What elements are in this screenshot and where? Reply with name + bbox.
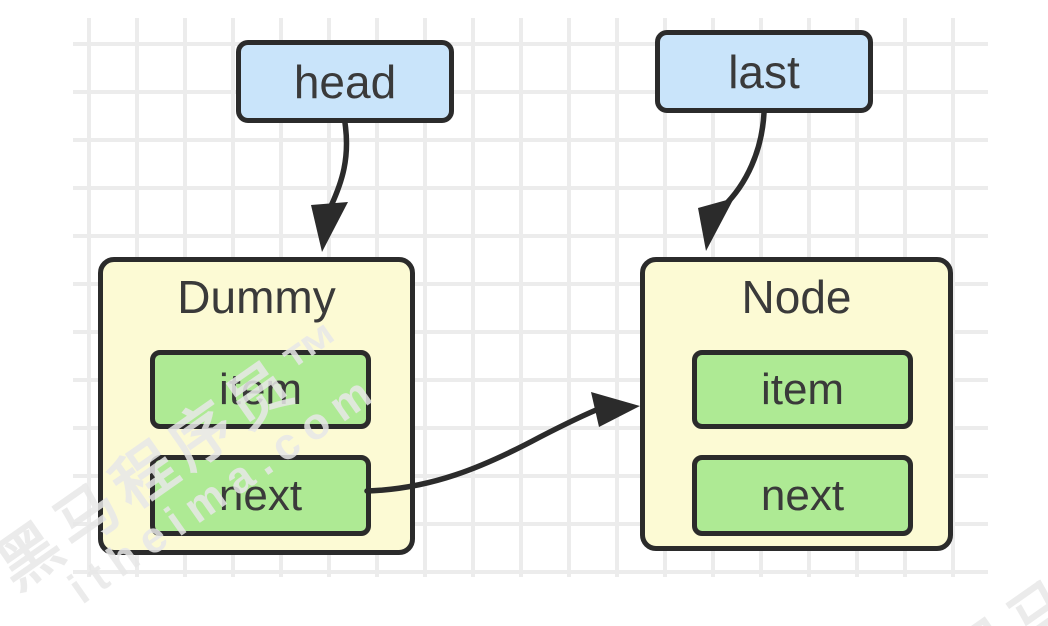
watermark-en-text: itheima.com xyxy=(1013,459,1048,626)
dummy-item-field: item xyxy=(150,350,371,429)
node-dummy-title: Dummy xyxy=(177,271,336,323)
pointer-box-head: head xyxy=(236,40,454,123)
node-item-field: item xyxy=(692,350,913,429)
node-next-field: next xyxy=(692,455,913,536)
node-box-node: Node item next xyxy=(640,257,953,551)
node-box-dummy: Dummy item next xyxy=(98,257,415,555)
pointer-box-last: last xyxy=(655,30,873,113)
dummy-item-label: item xyxy=(218,364,303,414)
dummy-next-label: next xyxy=(218,470,303,520)
node-node-title: Node xyxy=(741,271,852,323)
pointer-last-label: last xyxy=(728,45,800,98)
pointer-head-label: head xyxy=(293,55,397,108)
node-item-label: item xyxy=(760,364,845,414)
node-next-label: next xyxy=(760,470,845,520)
dummy-next-field: next xyxy=(150,455,371,536)
